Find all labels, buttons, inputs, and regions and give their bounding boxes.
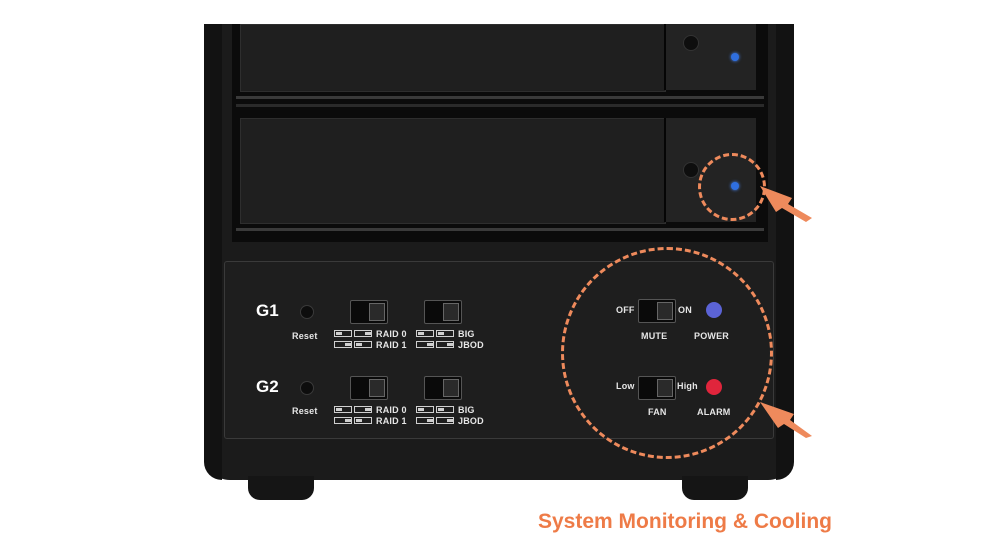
monitoring-highlight-circle	[561, 247, 773, 459]
raid-option-label: RAID 0	[376, 329, 407, 339]
dip-position-icon	[334, 341, 352, 348]
dip-position-icon	[334, 406, 352, 413]
group-label-g1: G1	[256, 301, 279, 320]
dip-position-icon	[334, 330, 352, 337]
drive-tray-1-led	[731, 53, 739, 61]
drive-tray-2-button[interactable]	[683, 162, 699, 178]
drive-tray-2[interactable]	[240, 118, 666, 224]
arrow-pointer-icon	[760, 402, 812, 438]
dip-position-icon	[354, 417, 372, 424]
dip-position-icon	[436, 406, 454, 413]
raid-option-label: RAID 1	[376, 340, 407, 350]
drive-tray-1-button[interactable]	[683, 35, 699, 51]
raid-mode-switch-g1[interactable]	[350, 300, 388, 324]
dip-position-icon	[436, 417, 454, 424]
dip-position-icon	[416, 330, 434, 337]
enclosure-right-edge	[776, 24, 794, 480]
enclosure-foot-right	[682, 476, 748, 500]
dip-position-icon	[334, 417, 352, 424]
span-mode-switch-g1[interactable]	[424, 300, 462, 324]
dip-position-icon	[436, 330, 454, 337]
reset-button-g1[interactable]	[300, 305, 314, 319]
dip-position-icon	[416, 417, 434, 424]
drive-led-highlight-circle	[698, 153, 766, 221]
dip-position-icon	[416, 341, 434, 348]
reset-button-g2[interactable]	[300, 381, 314, 395]
reset-label-g2: Reset	[292, 406, 318, 416]
bay-rail	[236, 228, 764, 231]
reset-label-g1: Reset	[292, 331, 318, 341]
raid-option-label: RAID 0	[376, 405, 407, 415]
dip-position-icon	[354, 341, 372, 348]
drive-tray-1-handle[interactable]	[664, 24, 756, 90]
span-option-label: JBOD	[458, 416, 484, 426]
span-option-label: BIG	[458, 405, 475, 415]
switch-knob	[443, 303, 459, 321]
raid-mode-switch-g2[interactable]	[350, 376, 388, 400]
raid-option-label: RAID 1	[376, 416, 407, 426]
arrow-pointer-icon	[760, 186, 812, 222]
switch-knob	[369, 379, 385, 397]
drive-tray-1[interactable]	[240, 24, 666, 92]
dip-position-icon	[354, 330, 372, 337]
switch-knob	[443, 379, 459, 397]
switch-knob	[369, 303, 385, 321]
dip-position-icon	[354, 406, 372, 413]
enclosure-foot-left	[248, 476, 314, 500]
dip-position-icon	[436, 341, 454, 348]
feature-caption: System Monitoring & Cooling	[538, 510, 832, 533]
span-option-label: JBOD	[458, 340, 484, 350]
enclosure-left-edge	[204, 24, 222, 480]
dip-position-icon	[416, 406, 434, 413]
span-option-label: BIG	[458, 329, 475, 339]
bay-rail	[236, 96, 764, 99]
span-mode-switch-g2[interactable]	[424, 376, 462, 400]
bay-rail	[236, 104, 764, 107]
group-label-g2: G2	[256, 377, 279, 396]
